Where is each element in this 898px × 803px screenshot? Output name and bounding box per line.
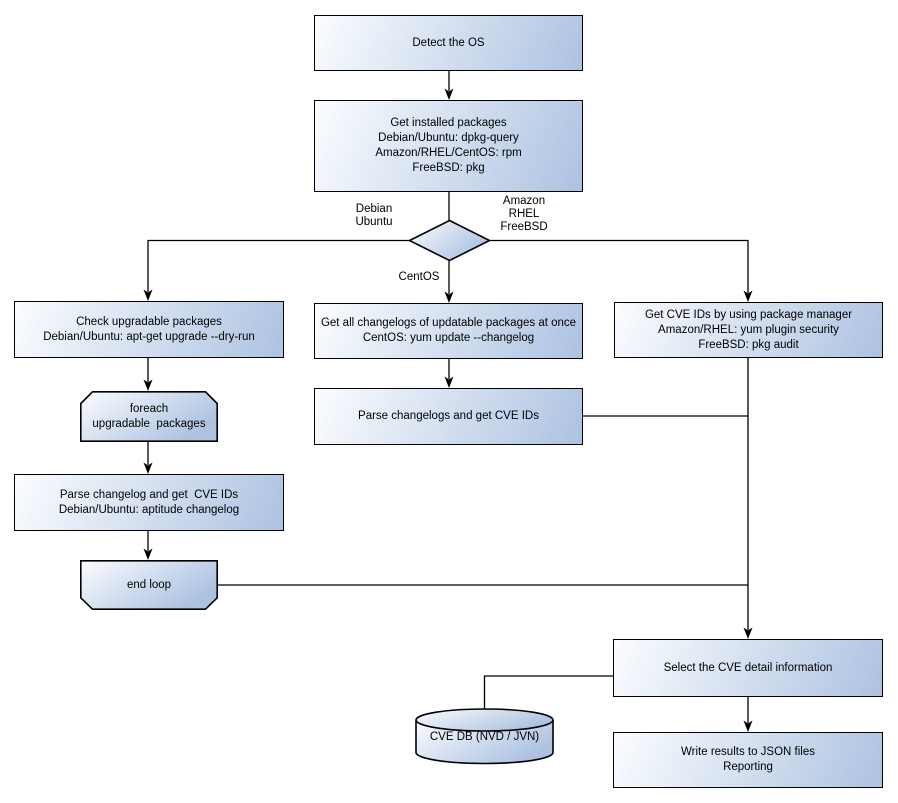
node-parse-changelogs-centos: Parse changelogs and get CVE IDs bbox=[314, 388, 583, 445]
node-cve-db-label: CVE DB (NVD / JVN) bbox=[429, 730, 540, 743]
edge-decision-to-get-cve bbox=[489, 239, 749, 293]
node-foreach-loop-label: foreach upgradable packages bbox=[92, 402, 206, 430]
cve-db-cylinder-top bbox=[415, 708, 554, 732]
foreach-shape bbox=[80, 391, 218, 442]
cve-db-cylinder-body bbox=[415, 720, 554, 765]
edge-decision-to-check-upgradable bbox=[147, 239, 410, 292]
node-detect-os: Detect the OS bbox=[314, 15, 583, 71]
end-loop-shape bbox=[80, 560, 218, 610]
node-select-cve-detail: Select the CVE detail information bbox=[613, 639, 883, 697]
edge-label-centos: CentOS bbox=[398, 271, 440, 283]
edge-label-debian-ubuntu: Debian Ubuntu bbox=[355, 203, 393, 228]
edge-cvedb-to-select bbox=[483, 675, 613, 709]
node-get-installed-packages: Get installed packages Debian/Ubuntu: dp… bbox=[314, 100, 583, 192]
node-parse-changelog-debian: Parse changelog and get CVE IDs Debian/U… bbox=[14, 474, 284, 531]
arrowheads bbox=[143, 88, 753, 732]
node-check-upgradable-packages: Check upgradable packages Debian/Ubuntu:… bbox=[14, 301, 284, 358]
decision-diamond bbox=[407, 219, 492, 262]
node-get-cve-ids-package-manager: Get CVE IDs by using package manager Ama… bbox=[614, 302, 883, 358]
edge-label-amazon-rhel-freebsd: Amazon RHEL FreeBSD bbox=[500, 195, 548, 233]
node-get-all-changelogs: Get all changelogs of updatable packages… bbox=[314, 303, 583, 359]
node-write-results: Write results to JSON files Reporting bbox=[613, 732, 883, 788]
node-end-loop-label: end loop bbox=[126, 578, 172, 591]
